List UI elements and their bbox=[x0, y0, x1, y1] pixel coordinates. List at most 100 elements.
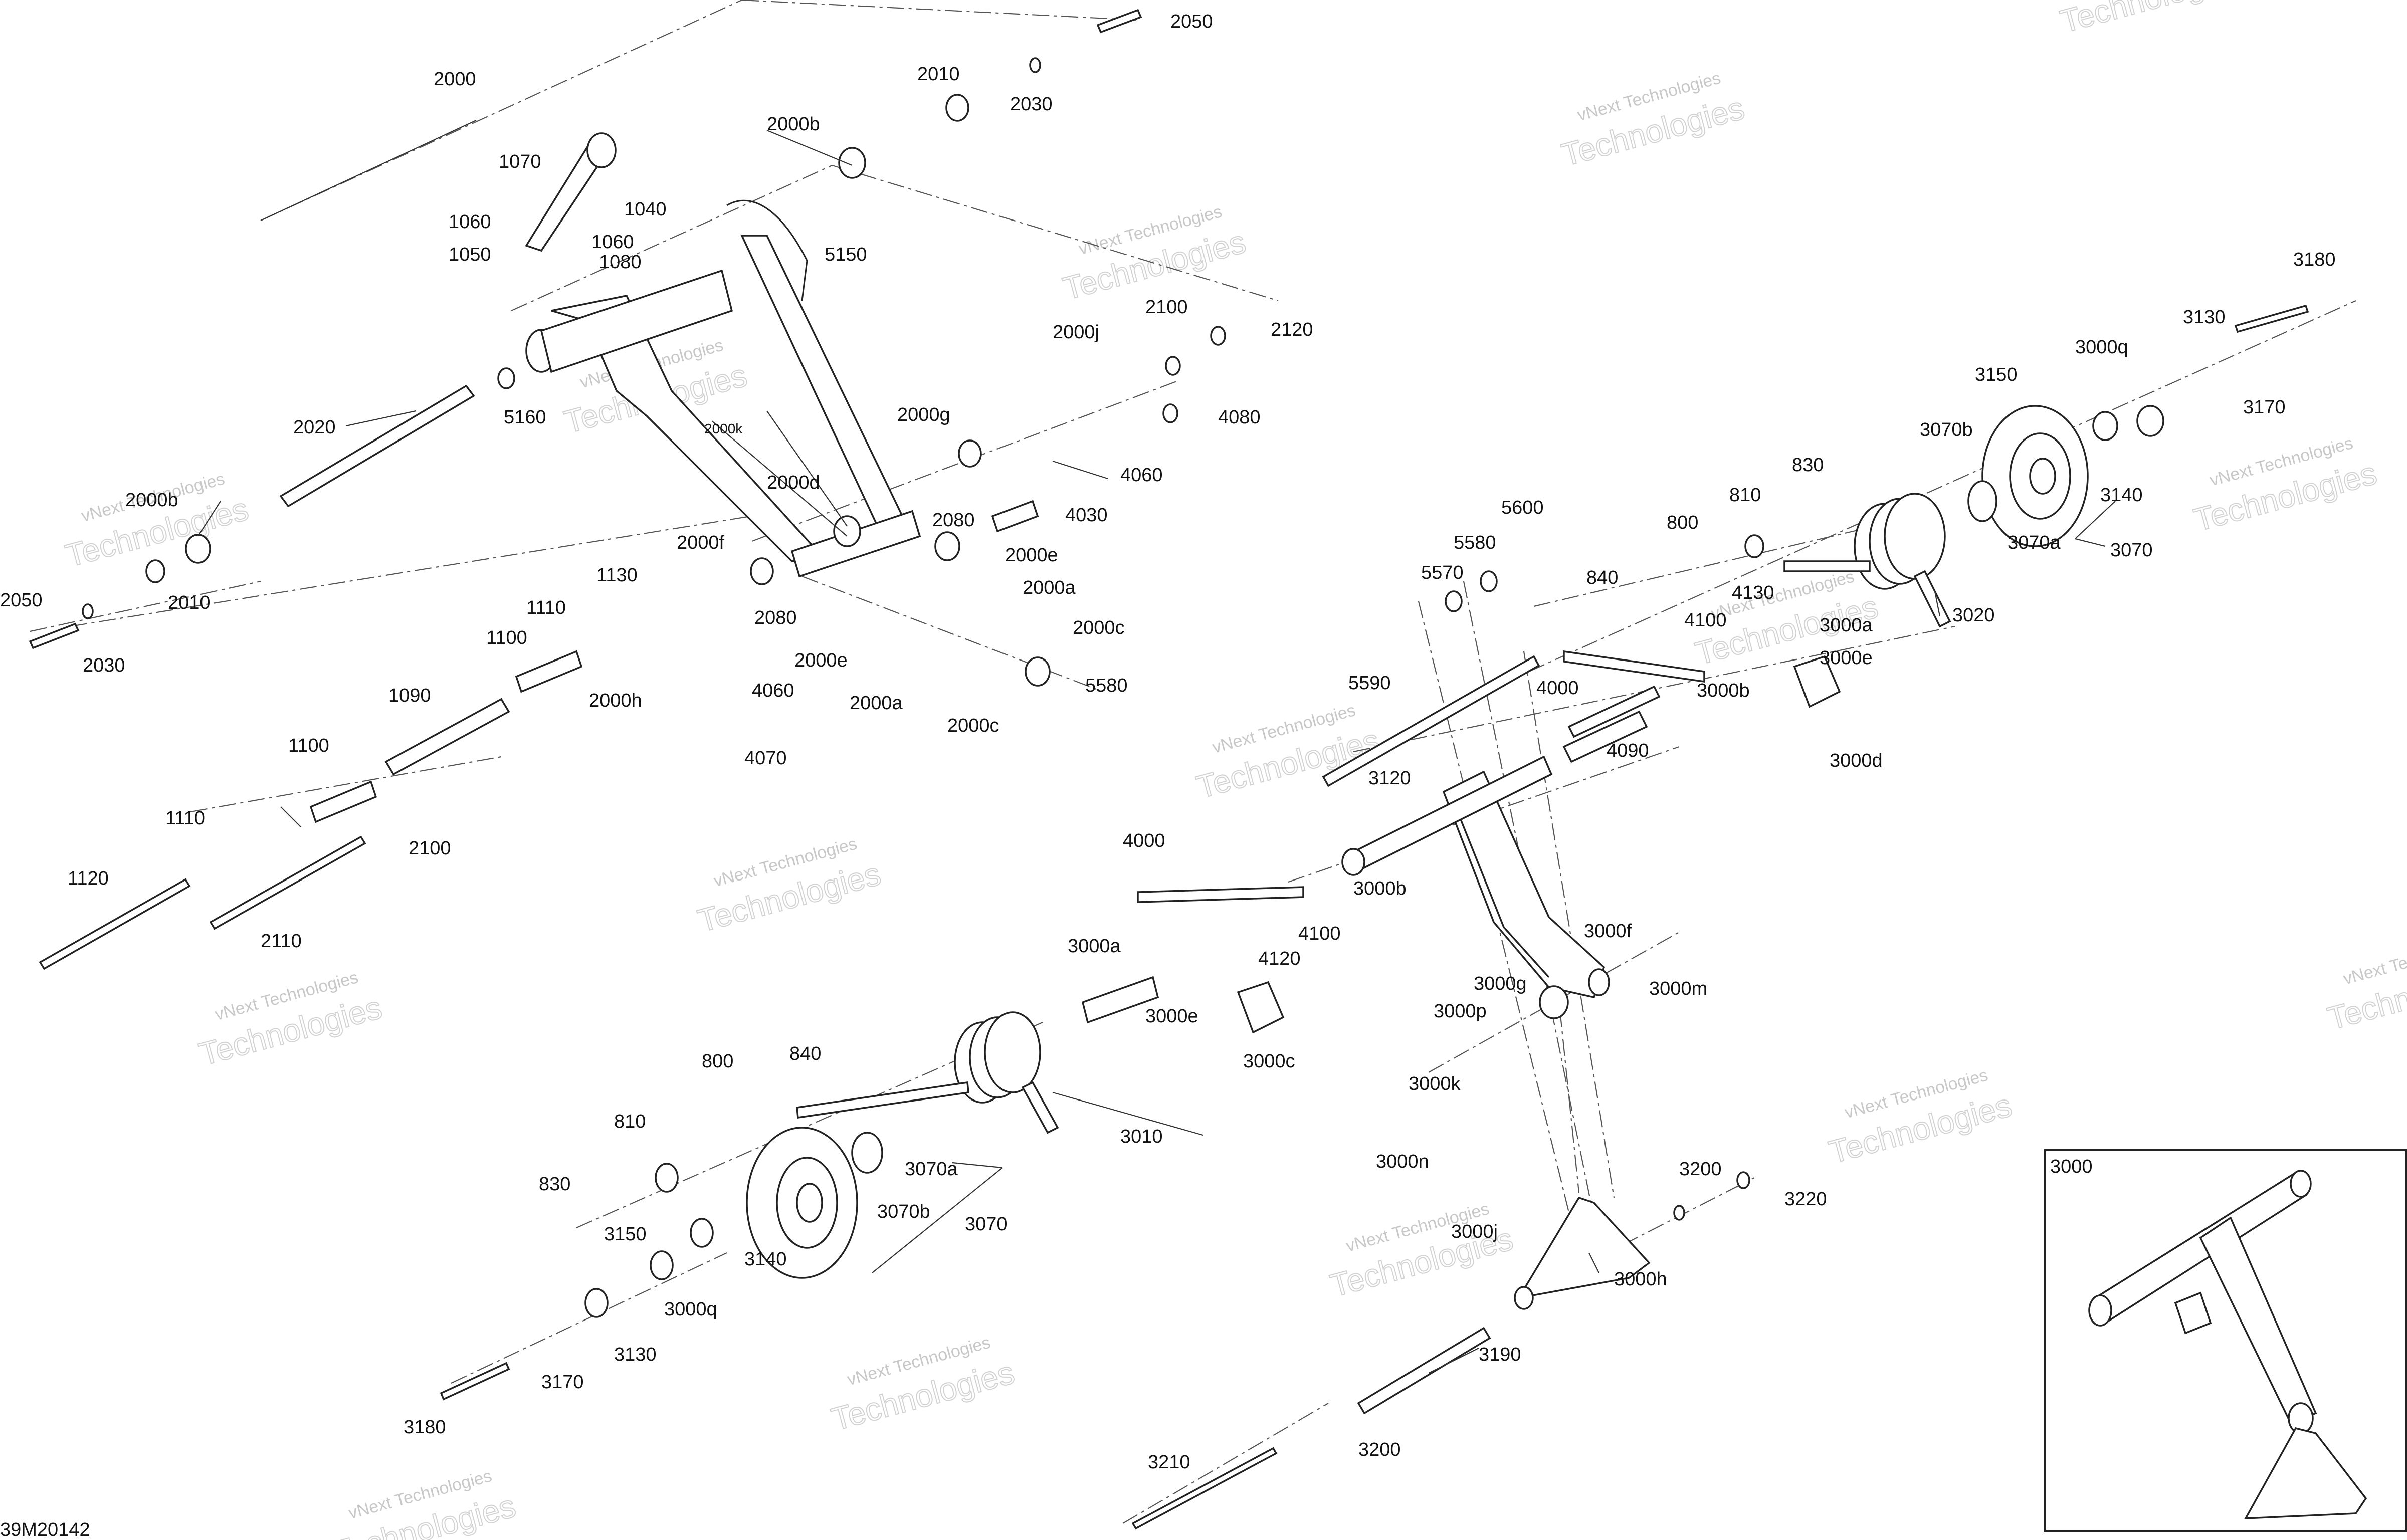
bushing bbox=[945, 94, 969, 122]
part-label: 5150 bbox=[825, 244, 867, 265]
callouts: 2050 2010 2030 2000 2000b 1070 1040 1060… bbox=[0, 11, 2336, 1473]
part-label: 3130 bbox=[614, 1344, 657, 1365]
part-label: 3000b bbox=[1697, 680, 1750, 701]
part-label: 4080 bbox=[1218, 407, 1261, 428]
part-label: 2030 bbox=[83, 655, 125, 676]
part-label: 800 bbox=[702, 1051, 733, 1072]
part-label: 3010 bbox=[1120, 1126, 1163, 1147]
block-3000d bbox=[1793, 655, 1841, 708]
part-label: 5160 bbox=[504, 407, 546, 428]
axis-line bbox=[1122, 1403, 1329, 1524]
part-label: 840 bbox=[1586, 567, 1618, 588]
part-label: 2000g bbox=[897, 404, 950, 425]
part-label: 830 bbox=[539, 1174, 570, 1195]
bolt-3210 bbox=[1131, 1447, 1278, 1530]
part-label: 810 bbox=[1729, 485, 1761, 506]
part-label: 2020 bbox=[293, 417, 336, 438]
shaft-3120 bbox=[1322, 655, 1540, 787]
part-label: 2000c bbox=[947, 715, 999, 736]
bushing bbox=[934, 531, 960, 561]
block-3000c bbox=[1237, 981, 1285, 1034]
part-label: 3000g bbox=[1474, 973, 1527, 994]
part-label: 2000 bbox=[434, 69, 476, 90]
part-label: 3150 bbox=[1975, 364, 2018, 385]
part-label: 3070a bbox=[905, 1159, 958, 1180]
leader-lines bbox=[197, 120, 2116, 1374]
lower-bracket bbox=[1517, 1196, 1651, 1299]
axis-line bbox=[741, 0, 1138, 21]
bolt-2050 bbox=[29, 622, 80, 649]
part-label: 2000c bbox=[1073, 617, 1125, 638]
inset-arm-body bbox=[2199, 1216, 2317, 1425]
bushing bbox=[655, 1163, 679, 1193]
part-label: 4120 bbox=[1258, 948, 1301, 969]
part-label: 2010 bbox=[168, 592, 211, 613]
part-label: 3170 bbox=[2243, 397, 2286, 418]
part-label: 5600 bbox=[1501, 497, 1544, 518]
part-label: 800 bbox=[1667, 512, 1698, 533]
spacer-tube bbox=[1081, 976, 1159, 1024]
axis-line bbox=[1428, 932, 1680, 1073]
part-label: 2000j bbox=[1053, 322, 1099, 343]
part-label: 3200 bbox=[1679, 1159, 1722, 1180]
part-label: 3000q bbox=[664, 1299, 717, 1320]
bushing bbox=[1480, 570, 1498, 592]
axis-line bbox=[832, 164, 1279, 302]
part-label: 3020 bbox=[1952, 605, 1995, 626]
bushing bbox=[584, 1288, 609, 1318]
part-label: 2050 bbox=[1170, 11, 1213, 32]
part-label: 2000h bbox=[589, 690, 642, 711]
torsion-spring-3010 bbox=[796, 1011, 1059, 1134]
bolt-1120 bbox=[39, 878, 191, 970]
inset-bracket bbox=[2244, 1427, 2367, 1519]
part-label: 2110 bbox=[261, 931, 302, 952]
part-label: 1090 bbox=[388, 685, 431, 706]
axis-line bbox=[190, 756, 502, 813]
parts bbox=[29, 9, 2309, 1530]
part-label: 2100 bbox=[409, 838, 451, 859]
bolt-2050 bbox=[1096, 9, 1142, 34]
part-label: 5580 bbox=[1454, 532, 1496, 553]
inset-tube-end bbox=[2290, 1170, 2312, 1198]
part-label: 5570 bbox=[1421, 562, 1464, 583]
part-label: 2000e bbox=[1005, 545, 1058, 566]
part-label: 3000j bbox=[1451, 1221, 1498, 1242]
part-label: 3220 bbox=[1784, 1189, 1827, 1210]
part-label: 2000f bbox=[677, 532, 725, 553]
part-label: 1100 bbox=[486, 627, 527, 648]
part-label: 1110 bbox=[526, 597, 566, 618]
inset-block bbox=[2174, 1291, 2212, 1335]
part-label: 1120 bbox=[68, 868, 109, 889]
part-label: 3140 bbox=[744, 1249, 787, 1270]
washer bbox=[1539, 985, 1569, 1019]
part-label: 3000p bbox=[1434, 1001, 1487, 1022]
part-label: 2080 bbox=[754, 607, 797, 628]
part-label: 2000b bbox=[125, 490, 178, 511]
part-label: 4000 bbox=[1536, 678, 1579, 699]
axis-line bbox=[30, 580, 261, 632]
part-label: 1060 bbox=[591, 232, 634, 253]
part-label: 3140 bbox=[2100, 485, 2143, 506]
bushing bbox=[750, 557, 774, 585]
inset-label: 3000 bbox=[2050, 1156, 2093, 1177]
part-label: 3000m bbox=[1649, 978, 1707, 999]
washer bbox=[1165, 356, 1181, 376]
part-label: 4070 bbox=[744, 748, 787, 769]
part-label: 3070 bbox=[965, 1214, 1008, 1235]
torsion-spring-3020 bbox=[1783, 493, 1951, 628]
inset-3000: 3000 bbox=[2044, 1149, 2407, 1532]
axis-line bbox=[451, 1252, 727, 1384]
part-label: 840 bbox=[789, 1043, 821, 1064]
part-label: 2120 bbox=[1271, 319, 1313, 340]
idler-wheel-left bbox=[746, 1127, 883, 1279]
bracket-pivot bbox=[1514, 1286, 1534, 1310]
bushing bbox=[1025, 656, 1051, 687]
bushing bbox=[1588, 968, 1610, 996]
part-label: 4130 bbox=[1732, 582, 1774, 603]
part-label: 4030 bbox=[1065, 505, 1108, 526]
bushing bbox=[185, 534, 211, 564]
